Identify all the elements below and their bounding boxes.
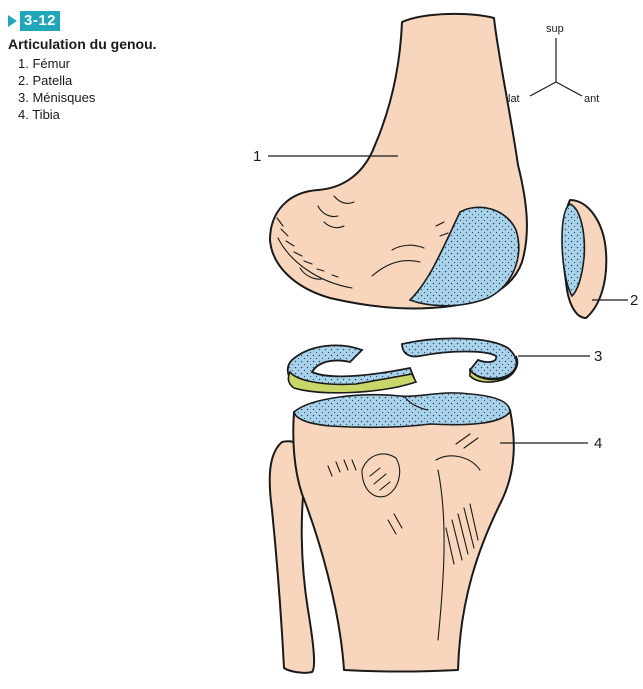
femur: 1 (253, 14, 527, 309)
callout-1: 1 (253, 148, 261, 165)
callout-3: 3 (594, 348, 602, 365)
tibia: 4 (293, 393, 602, 672)
axis-right (556, 82, 582, 96)
axis-label-up: sup (546, 23, 564, 35)
orientation-axes: sup lat ant (508, 23, 599, 105)
patella: 2 (562, 200, 638, 318)
axis-label-left: lat (508, 93, 520, 105)
callout-2: 2 (630, 292, 638, 309)
menisci: 3 (288, 338, 603, 392)
axis-label-right: ant (584, 93, 599, 105)
tibia-bone (293, 397, 514, 672)
axis-left (530, 82, 556, 96)
callout-4: 4 (594, 435, 602, 452)
